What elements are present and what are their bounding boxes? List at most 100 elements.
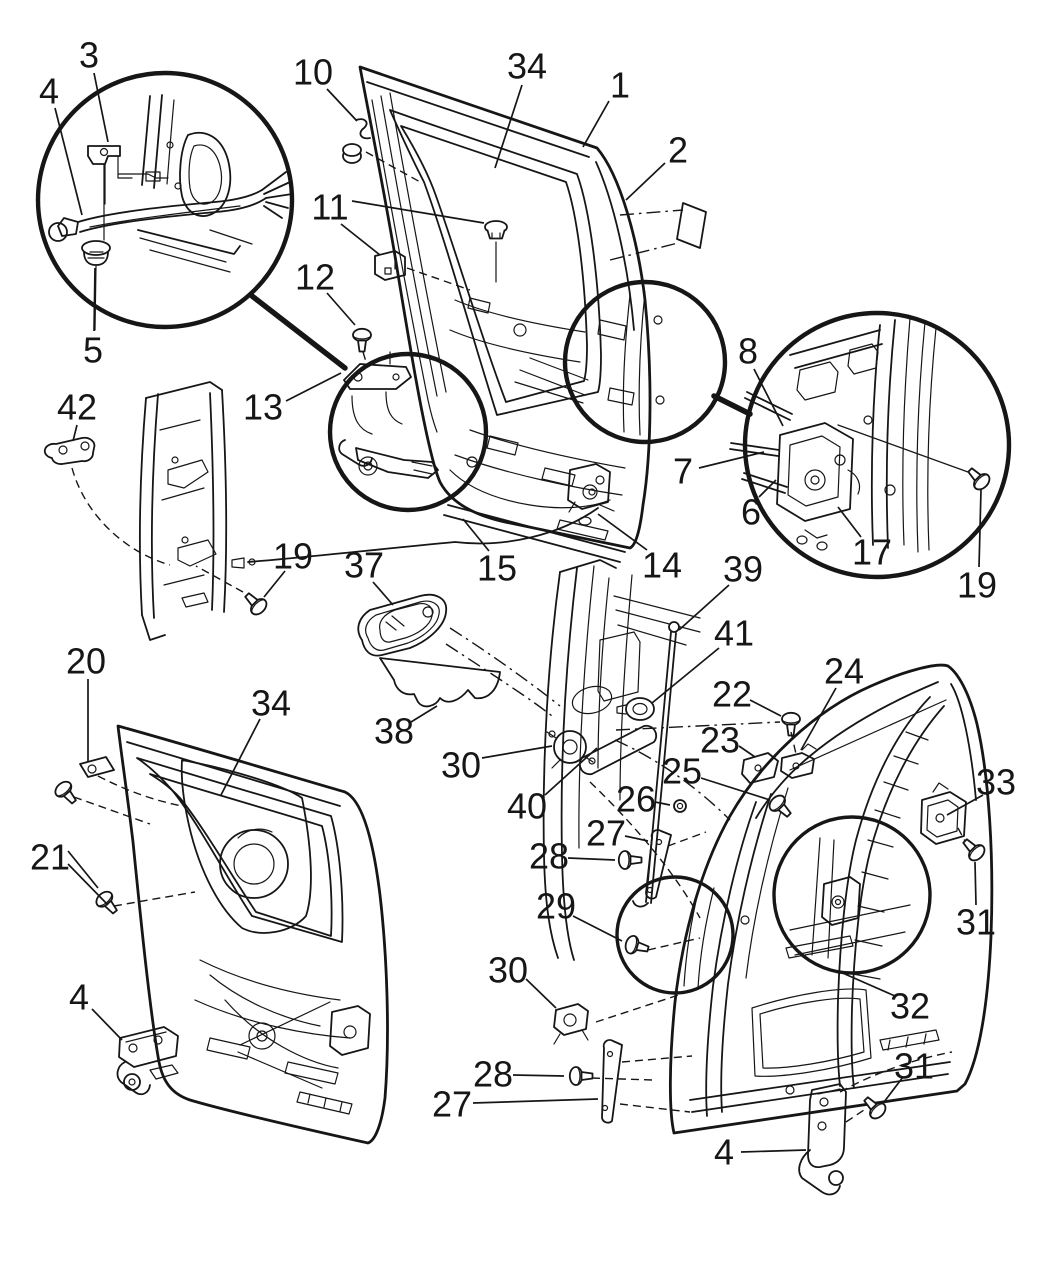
callout-number-19: 19 (957, 565, 997, 606)
leader-line-part-1 (582, 100, 610, 148)
leader-line-part-21 (67, 850, 99, 889)
part-19-screw (837, 424, 994, 494)
part-41-lock-knob (616, 697, 655, 721)
leader-line-part-11 (340, 223, 381, 256)
callout-number-29: 29 (536, 886, 576, 927)
leader-line-part-24 (800, 687, 837, 751)
leader-line-part-7 (698, 451, 765, 469)
leader-line-part-17 (837, 506, 862, 538)
part-37-exterior-handle (357, 593, 447, 657)
callout-number-33: 33 (976, 762, 1016, 803)
callout-number-1: 1 (610, 65, 630, 106)
part-7-rod (729, 442, 780, 457)
part-30-latch-motor (546, 730, 596, 769)
part-17-latch (776, 422, 861, 551)
leader-line-part-4 (91, 1008, 123, 1041)
callout-number-10: 10 (293, 52, 333, 93)
callout-number-31: 31 (894, 1046, 934, 1087)
part-11-clips (374, 220, 508, 291)
callout-number-27: 27 (586, 813, 626, 854)
leader-line-part-28 (567, 857, 616, 861)
callout-number-39: 39 (723, 549, 763, 590)
leader-line-part-34 (494, 84, 523, 169)
part-23-bracket (741, 752, 779, 784)
leader-line-part-41 (651, 647, 720, 704)
callout-number-8: 8 (738, 331, 758, 372)
part-4-harness (48, 171, 293, 242)
leader-line-part-4 (740, 1149, 807, 1153)
callout-number-22: 22 (712, 674, 752, 715)
callout-number-42: 42 (57, 387, 97, 428)
callout-number-24: 24 (824, 651, 864, 692)
callout-number-34: 34 (507, 46, 547, 87)
leader-line-part-25 (700, 777, 771, 801)
callout-number-30: 30 (441, 745, 481, 786)
leader-line-part-19 (263, 570, 286, 598)
leader-line-part-27 (624, 835, 649, 842)
leader-line-part-39 (678, 584, 730, 631)
leader-line-part-37 (372, 581, 394, 606)
part-19-screw-left (195, 565, 271, 619)
leader-line-part-40 (544, 747, 598, 796)
callout-number-12: 12 (295, 257, 335, 298)
leader-line-part-27 (472, 1098, 599, 1104)
callout-number-2: 2 (668, 130, 688, 171)
callout-number-28: 28 (473, 1054, 513, 1095)
leader-line-part-30 (525, 978, 557, 1009)
detail-circle-wiring-harness (35, 70, 348, 371)
locator-circle-latch-area (562, 279, 728, 445)
part-2-applique-strip (609, 202, 707, 261)
part-3-bracket (87, 145, 169, 205)
leader-line-part-14 (597, 513, 648, 551)
part-24-clip-bracket (780, 743, 817, 779)
right-door-assembly (553, 663, 994, 1196)
locator-pointer (711, 393, 753, 417)
part-14-door-lock (567, 463, 615, 526)
callout-number-40: 40 (507, 786, 547, 827)
part-10-clip (342, 118, 423, 184)
part-8-rod (744, 391, 793, 421)
exterior-handle-group (357, 593, 561, 717)
leader-line-part-13 (285, 372, 342, 402)
callout-number-37: 37 (344, 545, 384, 586)
center-pillar-section (542, 559, 731, 961)
part-5-grommet (81, 163, 111, 331)
callout-number-14: 14 (642, 545, 682, 586)
part-4-hinge-right (798, 1051, 953, 1196)
pillar-striker-section (43, 381, 271, 641)
callout-number-15: 15 (477, 548, 517, 589)
callout-number-27: 27 (432, 1084, 472, 1125)
callout-number-6: 6 (741, 492, 761, 533)
callout-number-4: 4 (39, 71, 59, 112)
callout-number-26: 26 (616, 779, 656, 820)
leader-line-part-11 (351, 200, 485, 224)
leader-line-part-32 (837, 970, 896, 997)
leader-line-part-10 (326, 88, 358, 122)
left-door-outer-panel (116, 724, 389, 1145)
part-15-latch-cable (231, 507, 599, 569)
locator-circle-inner-panel (772, 815, 932, 975)
callout-number-5: 5 (83, 330, 103, 371)
callout-number-30: 30 (488, 950, 528, 991)
right-door-outer-panel (668, 663, 994, 1135)
leader-line-part-3 (93, 72, 109, 143)
part-42-striker-plate (43, 436, 171, 566)
callout-number-7: 7 (673, 451, 693, 492)
part-34-left-door-glass (149, 773, 333, 937)
window-opening (389, 109, 602, 416)
part-6-rod (741, 472, 788, 494)
leader-line-part-31 (974, 861, 977, 906)
part-38-handle-gasket (379, 657, 501, 708)
callout-number-3: 3 (79, 35, 99, 76)
part-4-hinge-left (116, 1026, 179, 1096)
part-40-cylinder (578, 724, 658, 776)
part-33-latch-striker (920, 782, 967, 845)
leader-line-part-12 (326, 292, 356, 326)
leader-line-part-34 (220, 718, 261, 796)
part-27-channel-strip-upper (645, 829, 707, 900)
left-door-assembly (51, 724, 389, 1145)
leader-line-part-22 (749, 699, 782, 717)
